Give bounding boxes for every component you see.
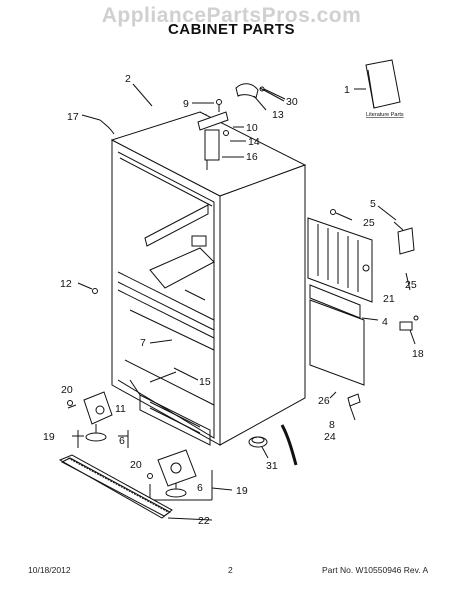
wire-part: [81, 114, 115, 135]
callout-18: 18: [412, 348, 424, 360]
grommet-part: [248, 436, 269, 459]
toe-panel: [309, 299, 365, 386]
callout-20-lower: 20: [130, 459, 142, 471]
top-hinge-part: [235, 83, 286, 111]
drain-tube: [280, 424, 298, 466]
callout-5: 5: [370, 198, 376, 210]
callout-6-right: 6: [197, 482, 203, 494]
callout-1: 1: [344, 84, 350, 96]
footer-page-number: 2: [228, 565, 233, 575]
callout-25-lower: 25: [405, 279, 417, 291]
page-title: CABINET PARTS: [167, 21, 296, 38]
callout-24: 24: [324, 431, 336, 443]
callout-13: 13: [272, 109, 284, 121]
rear-access-panel: [307, 217, 373, 303]
callout-10: 10: [246, 122, 258, 134]
callout-11: 11: [115, 403, 126, 415]
callout-8: 8: [329, 419, 335, 431]
callout-12: 12: [60, 278, 72, 290]
callout-14: 14: [248, 136, 260, 148]
callout-19-right: 19: [236, 485, 248, 497]
literature-book: [365, 59, 401, 109]
callout-17: 17: [67, 111, 79, 123]
callout-20-upper: 20: [61, 384, 73, 396]
kick-plate: [58, 454, 213, 521]
callout-22: 22: [198, 515, 210, 527]
callout-2: 2: [125, 73, 131, 85]
callout-30: 30: [286, 96, 298, 108]
watermark: AppliancePartsPros.com: [101, 4, 362, 27]
leader-lines: [67, 83, 411, 421]
hinge-assembly: [197, 99, 229, 170]
callout-15: 15: [199, 376, 211, 388]
leveling-leg-right: [147, 449, 233, 501]
callout-31: 31: [266, 460, 278, 472]
clip-part: [347, 393, 361, 407]
cabinet-body: [110, 111, 307, 446]
callout-19-left: 19: [43, 431, 55, 443]
callout-7: 7: [140, 337, 146, 349]
literature-parts-label: Literature Parts: [366, 112, 404, 118]
callout-16: 16: [246, 151, 258, 163]
footer-date: 10/18/2012: [28, 565, 71, 575]
screw-12: [77, 282, 98, 294]
callout-labels: 2 17 9 30 13 10 14 16 1 Literature Parts…: [43, 73, 424, 527]
callout-4: 4: [382, 316, 388, 328]
roller-part: [399, 315, 419, 345]
callout-26: 26: [318, 395, 330, 407]
callout-25-upper: 25: [363, 217, 375, 229]
leveling-leg-left: [67, 391, 129, 448]
bracket-part: [330, 209, 415, 255]
callout-9: 9: [183, 98, 189, 110]
callout-6-left: 6: [119, 435, 125, 447]
footer-part-number: Part No. W10550946 Rev. A: [322, 565, 429, 575]
callout-21: 21: [383, 293, 395, 305]
